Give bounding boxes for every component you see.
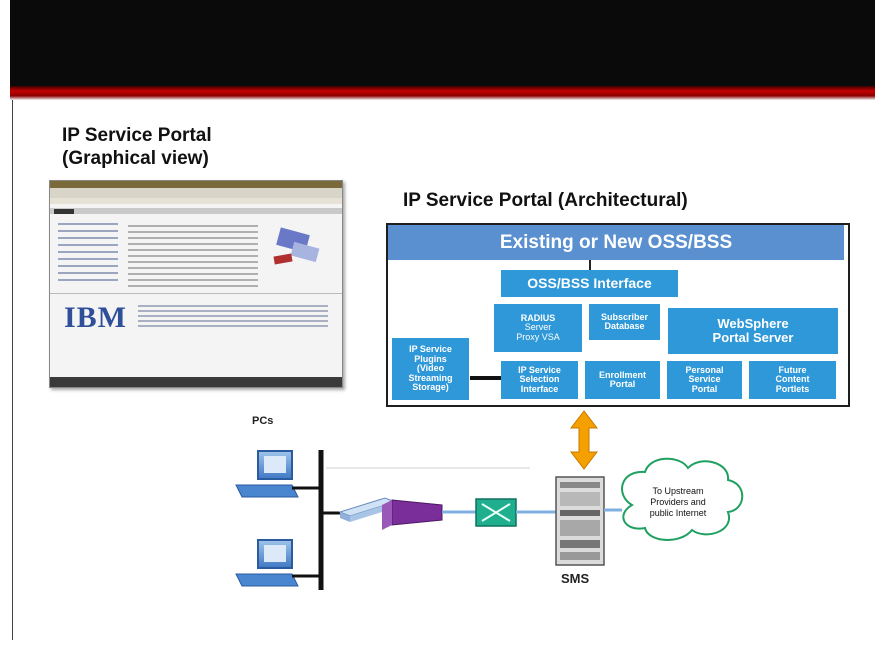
radius-server-box: RADIUS Server Proxy VSA bbox=[494, 304, 582, 352]
oss-bss-bar: Existing or New OSS/BSS bbox=[388, 225, 844, 260]
thumb-address-bar bbox=[50, 198, 342, 204]
header-red-stripe bbox=[10, 86, 875, 100]
thumb-graphic bbox=[273, 227, 320, 265]
bidirectional-arrow bbox=[569, 410, 599, 470]
pcs-label: PCs bbox=[252, 415, 274, 427]
enrollment-portal-box: Enrollment Portal bbox=[585, 361, 660, 399]
router-device-icon bbox=[382, 499, 443, 530]
sms-label: SMS bbox=[561, 571, 590, 586]
internet-cloud-icon bbox=[621, 457, 744, 541]
left-border-line bbox=[12, 100, 13, 640]
sms-server-rack-icon bbox=[555, 476, 605, 566]
oss-bss-interface-box: OSS/BSS Interface bbox=[501, 270, 678, 297]
architecture-connectors bbox=[470, 260, 591, 380]
thumb-toolbar bbox=[50, 188, 342, 198]
future-content-portlets-box: Future Content Portlets bbox=[749, 361, 836, 399]
switch-icon bbox=[475, 498, 517, 527]
thumb-divider bbox=[50, 293, 342, 294]
thumb-nav-tab bbox=[54, 209, 74, 214]
ibm-logo: IBM bbox=[64, 301, 127, 334]
subscriber-database-box: Subscriber Database bbox=[589, 304, 660, 340]
thumb-footer-text bbox=[138, 305, 328, 329]
architectural-title: IP Service Portal (Architectural) bbox=[403, 190, 688, 211]
graphical-view-title: IP Service Portal (Graphical view) bbox=[62, 125, 212, 169]
thumb-left-links bbox=[58, 223, 118, 283]
thumb-body-text bbox=[128, 225, 258, 289]
slide-header-bar bbox=[10, 0, 875, 88]
thumb-nav-strip bbox=[50, 208, 342, 214]
pc-icon-1 bbox=[235, 450, 299, 498]
websphere-portal-box: WebSphere Portal Server bbox=[668, 308, 838, 354]
thumb-title-bar bbox=[50, 181, 342, 188]
cloud-label: To Upstream Providers and public Interne… bbox=[649, 486, 707, 518]
ip-service-plugins-box: IP Service Plugins (Video Streaming Stor… bbox=[392, 338, 469, 400]
personal-service-portal-box: Personal Service Portal bbox=[667, 361, 742, 399]
thumb-taskbar bbox=[50, 377, 342, 387]
ip-service-selection-box: IP Service Selection Interface bbox=[501, 361, 578, 399]
pc-icon-2 bbox=[235, 539, 299, 587]
portal-screenshot-thumbnail: IBM bbox=[49, 180, 343, 388]
